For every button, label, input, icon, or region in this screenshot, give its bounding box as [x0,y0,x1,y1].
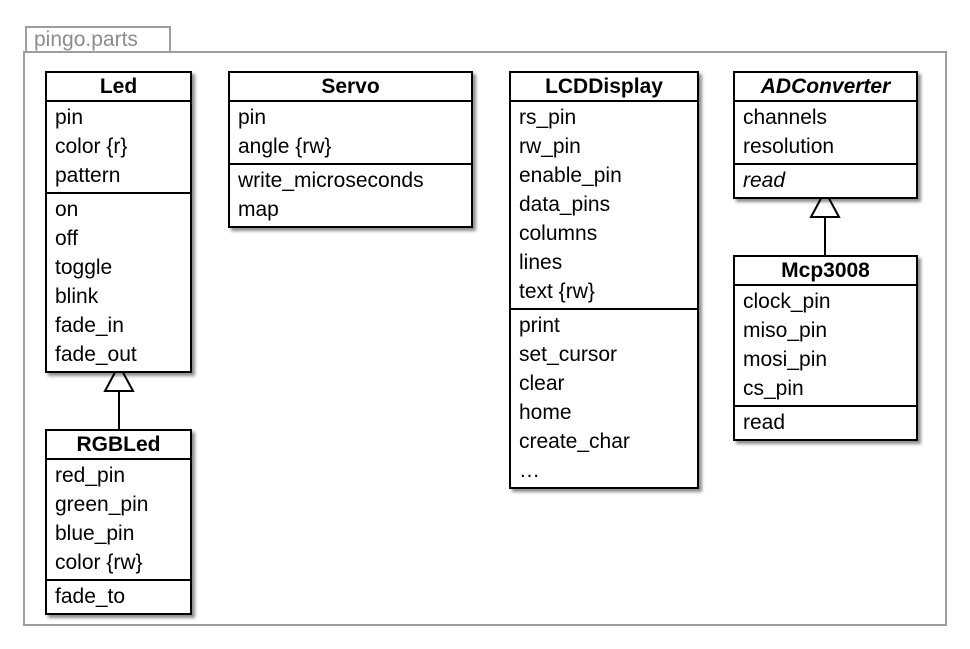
method: toggle [55,256,113,279]
class-name: RGBLed [47,431,190,460]
method: … [519,459,540,482]
attribute: red_pin [55,464,126,487]
attribute: blue_pin [55,522,135,545]
methods-compartment: read [735,405,916,439]
method: fade_to [55,585,126,608]
attribute: pattern [55,164,121,187]
attribute: pin [238,106,267,129]
method: print [519,314,560,337]
methods-compartment: read [735,163,916,197]
package-name: pingo.parts [34,28,138,51]
attribute: rw_pin [519,135,581,158]
attribute: data_pins [519,193,611,216]
attribute: rs_pin [519,106,577,129]
class-led[interactable]: Led pin color {r} pattern on off toggle blink fa… [45,71,192,373]
class-name: Led [47,73,190,102]
attributes-compartment: pin color {r} pattern [47,102,190,192]
attribute: green_pin [55,493,149,516]
method: fade_out [55,343,137,366]
class-lcddisplay[interactable]: LCDDisplay rs_pin rw_pin enable_pin data_pin… [509,71,699,489]
method: blink [55,285,99,308]
adconverter-mcp3008-generalization [809,188,841,255]
method: create_char [519,430,630,453]
class-name: LCDDisplay [511,73,697,102]
class-name: Servo [230,73,471,102]
method: home [519,401,572,424]
attribute: angle {rw} [238,135,332,158]
methods-compartment: on off toggle blink fade_in fade_out [47,192,190,371]
attribute: text {rw} [519,280,595,303]
method: set_cursor [519,343,618,366]
attribute: columns [519,222,598,245]
attribute: channels [743,106,828,129]
attributes-compartment: channels resolution [735,102,916,163]
inheritance-arrowhead-icon [103,362,135,392]
method: off [55,227,78,250]
methods-compartment: fade_to [47,579,190,613]
attributes-compartment: pin angle {rw} [230,102,471,163]
attribute: enable_pin [519,164,622,187]
method: write_microseconds [238,169,424,192]
method: read [743,411,786,434]
attribute: mosi_pin [743,348,828,371]
attributes-compartment: clock_pin miso_pin mosi_pin cs_pin [735,286,916,405]
attribute: lines [519,251,563,274]
method: clear [519,372,565,395]
attribute: pin [55,106,84,129]
method: on [55,198,79,221]
attribute: clock_pin [743,290,831,313]
method: read [743,169,786,192]
package-tab: pingo.parts [25,26,171,52]
attribute: cs_pin [743,377,804,400]
attribute: color {r} [55,135,128,158]
class-name: Mcp3008 [735,257,916,286]
attribute: miso_pin [743,319,828,342]
method: fade_in [55,314,124,337]
attribute: resolution [743,135,835,158]
inheritance-arrowhead-icon [809,188,841,218]
led-rgbled-generalization [103,362,135,429]
class-name: ADConverter [735,73,916,102]
class-adconverter[interactable]: ADConverter channels resolution read [733,71,918,199]
attribute: color {rw} [55,551,143,574]
method: map [238,198,279,221]
